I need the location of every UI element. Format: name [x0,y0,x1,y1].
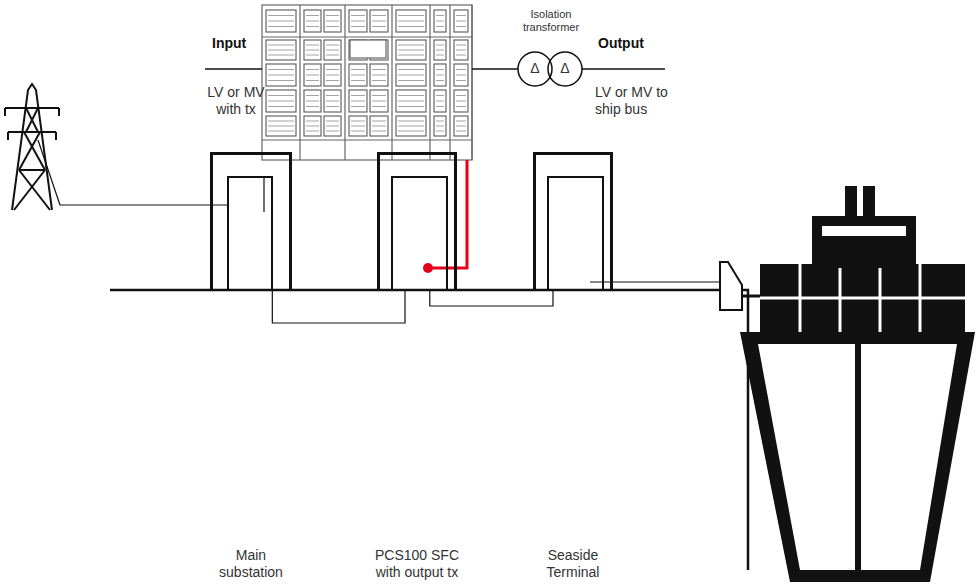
component-name: Isolation transformer [510,8,592,34]
container-ship [740,186,975,582]
cabinet-to-transformer-line [472,68,518,70]
building-label: Seaside Terminal [532,547,614,581]
power-pylon [5,84,59,210]
port-note: LV or MV to ship bus [595,84,681,118]
transformer-winding [518,52,552,86]
input-line [205,68,262,70]
building: PCS100 SFC with output tx [377,152,457,290]
building: Seaside Terminal [533,152,613,290]
building-outline [210,152,292,290]
ground-line [110,290,748,570]
supply-line [60,204,228,205]
winding-symbol: Δ [525,60,545,77]
building-label: Main substation [208,547,294,581]
overhead-line [38,140,60,205]
output-line [582,68,665,70]
cable-connector [430,290,553,306]
converter-cabinet [262,5,472,160]
port-heading: Input [212,35,272,52]
port-heading: Output [598,35,658,52]
cable-connector [272,290,405,323]
shore-cable [590,281,720,282]
transformer-winding [548,52,582,86]
cabinet-frame [262,5,472,160]
building-label: PCS100 SFC with output tx [361,547,473,581]
ship-connection [742,295,762,298]
building-outline [377,152,457,290]
port-note: LV or MV with tx [198,84,274,118]
building: Main substation [210,152,292,290]
winding-symbol: Δ [555,60,575,77]
cable-reel [720,262,742,310]
highlight-dot [423,263,433,273]
building-outline [533,152,613,290]
